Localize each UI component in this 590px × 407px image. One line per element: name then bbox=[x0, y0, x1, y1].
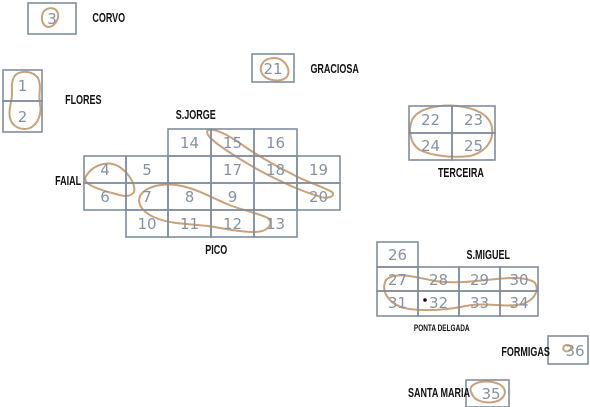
sheet-label-4: 4 bbox=[100, 161, 110, 179]
sheet-label-26: 26 bbox=[388, 246, 407, 264]
sheet-label-25: 25 bbox=[464, 137, 483, 155]
island-labels: CORVO FLORES GRACIOSA S.JORGE TERCEIRA F… bbox=[55, 12, 550, 401]
sheet-cell-26[interactable]: 26 bbox=[376, 241, 419, 268]
sheet-label-21: 21 bbox=[263, 60, 282, 78]
sheet-label-24: 24 bbox=[421, 137, 440, 155]
island-label-flores: FLORES bbox=[65, 94, 101, 108]
sheet-label-31: 31 bbox=[388, 294, 407, 312]
sheet-label-16: 16 bbox=[266, 134, 285, 152]
sheet-cell-35[interactable]: 35 bbox=[465, 379, 510, 407]
island-label-corvo: CORVO bbox=[92, 12, 125, 26]
sheet-cell-22[interactable]: 22 bbox=[408, 105, 453, 134]
sheet-cell-8[interactable]: 8 bbox=[167, 182, 212, 211]
sheet-cell-32[interactable]: 32 bbox=[417, 290, 460, 317]
sheet-cell-18[interactable]: 18 bbox=[253, 155, 298, 184]
sheet-label-9: 9 bbox=[228, 188, 238, 206]
sheet-label-11: 11 bbox=[180, 215, 199, 233]
sheet-label-14: 14 bbox=[180, 134, 199, 152]
sheet-label-35: 35 bbox=[481, 385, 500, 403]
island-label-pico: PICO bbox=[205, 244, 227, 258]
sheet-label-8: 8 bbox=[185, 188, 195, 206]
sheet-cell-33[interactable]: 33 bbox=[458, 290, 501, 317]
sheet-cell-empty-254-183 bbox=[253, 182, 298, 211]
sheet-label-1: 1 bbox=[18, 77, 28, 95]
coastlines bbox=[8, 7, 572, 404]
sheet-label-29: 29 bbox=[470, 271, 489, 289]
sheet-cell-17[interactable]: 17 bbox=[210, 155, 255, 184]
place-label-ponta-delgada: PONTA DELGADA bbox=[414, 323, 470, 333]
corvo-coastline bbox=[40, 7, 60, 28]
sheet-label-28: 28 bbox=[429, 271, 448, 289]
island-label-formigas: FORMIGAS bbox=[501, 346, 549, 360]
sheet-cell-2[interactable]: 2 bbox=[2, 100, 43, 133]
smiguel-coastline bbox=[383, 274, 538, 312]
sheet-label-18: 18 bbox=[266, 161, 285, 179]
island-label-smiguel: S.MIGUEL bbox=[467, 249, 511, 263]
sheet-label-34: 34 bbox=[509, 294, 528, 312]
sheet-cell-14[interactable]: 14 bbox=[167, 128, 212, 157]
sheet-cell-21[interactable]: 21 bbox=[251, 53, 295, 83]
sheet-cell-10[interactable]: 10 bbox=[125, 209, 169, 238]
sjorge-coastline bbox=[206, 128, 334, 199]
sheet-cell-12[interactable]: 12 bbox=[210, 209, 255, 238]
sheet-label-6: 6 bbox=[100, 188, 110, 206]
sheet-cell-34[interactable]: 34 bbox=[499, 290, 539, 317]
sheet-label-32: 32 bbox=[429, 294, 448, 312]
island-label-sjorge: S.JORGE bbox=[176, 109, 216, 123]
sheet-label-19: 19 bbox=[309, 161, 328, 179]
sheet-cell-empty-168-156 bbox=[167, 155, 212, 184]
island-label-terceira: TERCEIRA bbox=[438, 167, 484, 181]
sheet-cell-36[interactable]: 36 bbox=[547, 335, 589, 365]
sheet-cell-25[interactable]: 25 bbox=[451, 132, 496, 161]
sheet-label-12: 12 bbox=[223, 215, 242, 233]
sheet-label-20: 20 bbox=[309, 188, 328, 206]
island-label-graciosa: GRACIOSA bbox=[310, 63, 359, 77]
sheet-label-2: 2 bbox=[18, 108, 28, 126]
sheet-cell-7[interactable]: 7 bbox=[125, 182, 169, 211]
sheet-cell-13[interactable]: 13 bbox=[253, 209, 298, 238]
pico-coastline bbox=[138, 183, 272, 233]
sheet-cell-20[interactable]: 20 bbox=[296, 182, 341, 211]
sheet-cell-9[interactable]: 9 bbox=[210, 182, 255, 211]
sheet-label-5: 5 bbox=[142, 161, 152, 179]
santamaria-coastline bbox=[469, 380, 506, 404]
sheet-label-13: 13 bbox=[266, 215, 285, 233]
island-label-faial: FAIAL bbox=[55, 175, 81, 189]
sheet-cell-31[interactable]: 31 bbox=[376, 290, 419, 317]
ponta-delgada-marker bbox=[423, 298, 427, 302]
sheet-label-27: 27 bbox=[388, 271, 407, 289]
sheet-label-10: 10 bbox=[137, 215, 156, 233]
sheet-label-7: 7 bbox=[142, 188, 152, 206]
island-label-santamaria: SANTA MARIA bbox=[408, 387, 470, 401]
graciosa-coastline bbox=[259, 57, 290, 82]
sheet-cell-6[interactable]: 6 bbox=[83, 182, 127, 211]
sheet-cell-16[interactable]: 16 bbox=[253, 128, 298, 157]
sheet-cell-5[interactable]: 5 bbox=[125, 155, 169, 184]
sheet-label-17: 17 bbox=[223, 161, 242, 179]
sheet-label-33: 33 bbox=[470, 294, 489, 312]
sheet-cell-15[interactable]: 15 bbox=[210, 128, 255, 157]
sheet-cell-27[interactable]: 27 bbox=[376, 266, 419, 292]
sheet-cell-3[interactable]: 3 bbox=[27, 2, 77, 35]
sheet-label-15: 15 bbox=[223, 134, 242, 152]
flores-coastline bbox=[8, 70, 42, 130]
sheet-label-36: 36 bbox=[565, 342, 584, 360]
sheet-label-3: 3 bbox=[47, 10, 57, 28]
sheet-label-22: 22 bbox=[421, 111, 440, 129]
sheet-label-23: 23 bbox=[464, 111, 483, 129]
formigas-coastline bbox=[562, 343, 572, 353]
sheet-label-30: 30 bbox=[509, 271, 528, 289]
